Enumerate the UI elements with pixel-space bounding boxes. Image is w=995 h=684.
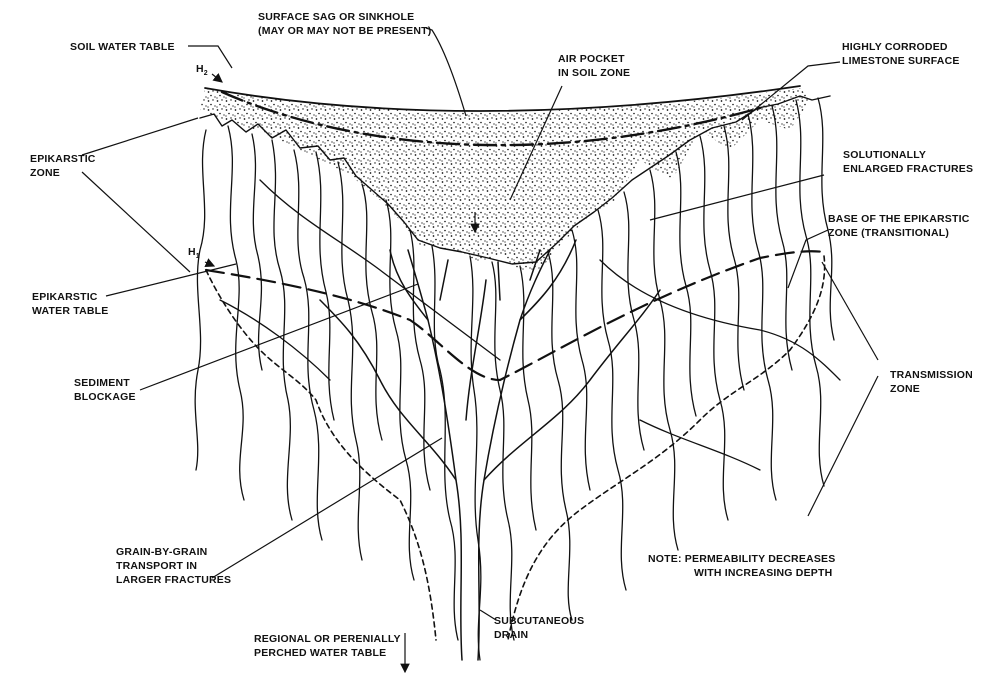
base-epikarstic-line-right <box>508 256 825 640</box>
h1-arrow <box>205 262 214 266</box>
h1-marker: H1 <box>188 246 200 260</box>
label-air-pocket: AIR POCKET IN SOIL ZONE <box>558 53 630 79</box>
label-grain-transport: GRAIN-BY-GRAIN TRANSPORT IN LARGER FRACT… <box>116 546 231 586</box>
label-solutionally-enlarged: SOLUTIONALLY ENLARGED FRACTURES <box>843 149 973 175</box>
label-epikarstic-zone: EPIKARSTIC ZONE <box>30 153 99 179</box>
label-regional-water-table: REGIONAL OR PERENIALLY PERCHED WATER TAB… <box>254 633 404 659</box>
label-surface-sag: SURFACE SAG OR SINKHOLE (MAY OR MAY NOT … <box>258 11 431 37</box>
label-transmission-zone: TRANSMISSION ZONE <box>890 369 976 395</box>
label-note: NOTE: PERMEABILITY DECREASES WITH INCREA… <box>648 553 839 579</box>
soil-zone <box>200 88 810 270</box>
epikarstic-water-table-line <box>206 251 824 380</box>
enlarged-fractures <box>320 240 660 660</box>
label-highly-corroded: HIGHLY CORRODED LIMESTONE SURFACE <box>842 41 960 67</box>
label-subcutaneous-drain: SUBCUTANEOUS DRAIN <box>494 615 587 641</box>
label-base-epikarstic: BASE OF THE EPIKARSTIC ZONE (TRANSITIONA… <box>828 213 973 239</box>
h2-arrow <box>212 74 222 82</box>
h2-marker: H2 <box>196 63 208 77</box>
label-soil-water-table: SOIL WATER TABLE <box>70 41 175 53</box>
label-sediment-blockage: SEDIMENT BLOCKAGE <box>74 377 136 403</box>
label-epikarstic-water-table: EPIKARSTIC WATER TABLE <box>32 291 108 317</box>
